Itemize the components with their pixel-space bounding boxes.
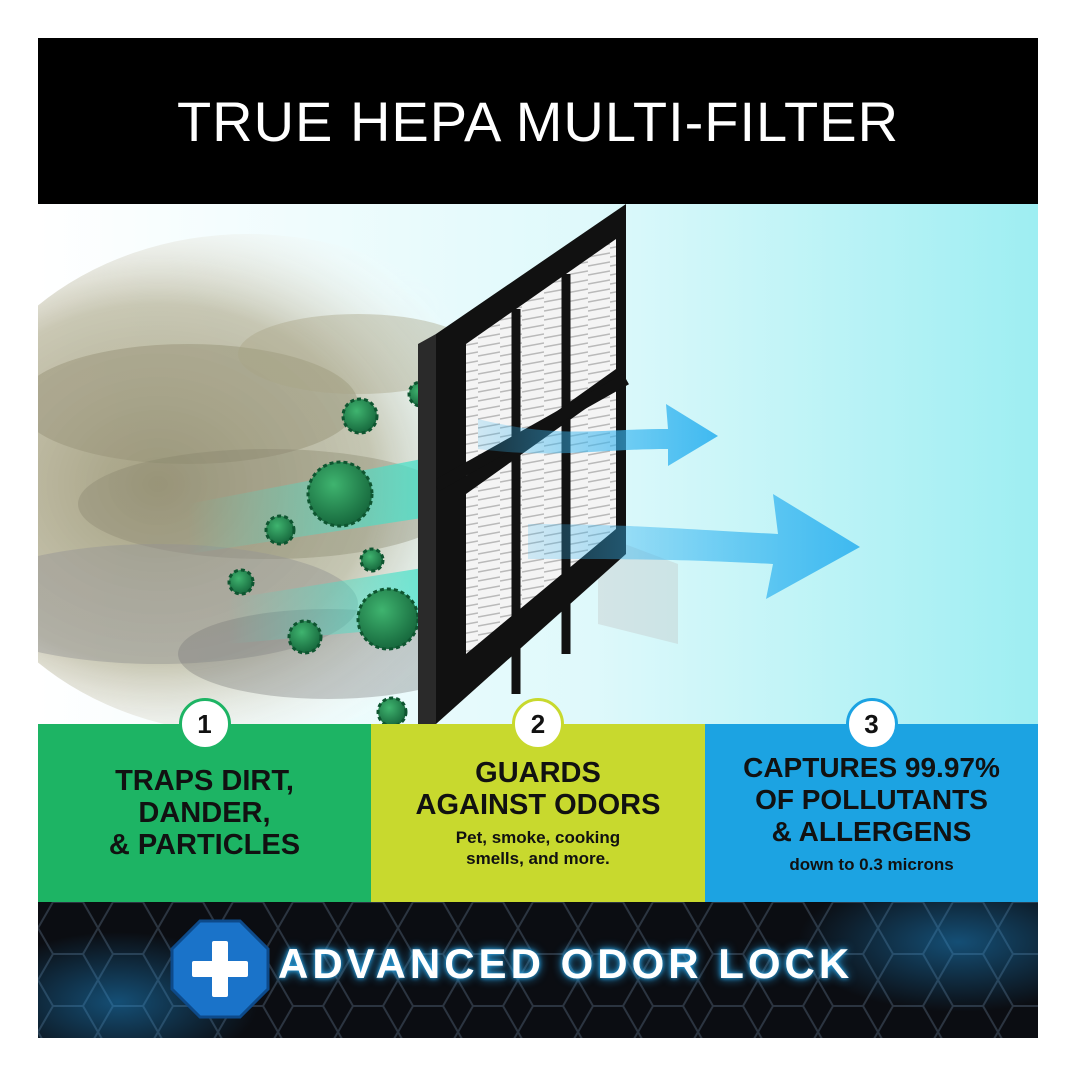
- filter-scene-graphic: [38, 204, 1038, 724]
- filter-shadow: [598, 534, 678, 644]
- product-infographic: TRUE HEPA MULTI-FILTER: [38, 38, 1038, 1038]
- benefit-panel-3: 3 CAPTURES 99.97% OF POLLUTANTS & ALLERG…: [705, 698, 1038, 902]
- footer-banner: ADVANCED ODOR LOCK: [38, 902, 1038, 1038]
- benefit-panels: 1 TRAPS DIRT, DANDER, & PARTICLES 2 GUAR…: [38, 698, 1038, 902]
- step-number-badge: 1: [178, 698, 231, 750]
- step-number-badge: 3: [845, 698, 898, 750]
- subtext-line: Pet, smoke, cooking: [455, 828, 621, 847]
- step-number-badge: 2: [512, 698, 564, 750]
- heading-line: TRAPS DIRT,: [115, 765, 294, 797]
- benefit-subtext: down to 0.3 microns: [789, 854, 953, 875]
- benefit-panel-1: 1 TRAPS DIRT, DANDER, & PARTICLES: [38, 698, 371, 902]
- heading-line: DANDER,: [138, 797, 271, 829]
- clean-air-arrows: [478, 404, 860, 599]
- filter-illustration: [38, 204, 1038, 724]
- hepa-filter: [418, 204, 629, 724]
- title-banner: TRUE HEPA MULTI-FILTER: [38, 38, 1038, 204]
- page-title: TRUE HEPA MULTI-FILTER: [176, 89, 900, 153]
- heading-line: OF POLLUTANTS: [755, 783, 988, 815]
- heading-line: & PARTICLES: [108, 829, 301, 861]
- heading-line: GUARDS: [475, 757, 601, 789]
- benefit-subtext: Pet, smoke, cooking smells, and more.: [456, 827, 620, 869]
- heading-line: AGAINST ODORS: [415, 789, 661, 821]
- benefit-panel-2: 2 GUARDS AGAINST ODORS Pet, smoke, cooki…: [371, 698, 705, 902]
- footer-label: ADVANCED ODOR LOCK: [278, 940, 854, 987]
- subtext-line: smells, and more.: [466, 849, 610, 868]
- subtext-line: down to 0.3 microns: [789, 854, 954, 874]
- benefit-heading: CAPTURES 99.97% OF POLLUTANTS & ALLERGEN…: [743, 752, 1000, 848]
- heading-line: CAPTURES 99.97%: [743, 751, 1000, 783]
- plus-octagon-icon: [170, 919, 270, 1019]
- benefit-heading: GUARDS AGAINST ODORS: [416, 757, 661, 821]
- heading-line: & ALLERGENS: [771, 815, 972, 847]
- benefit-heading: TRAPS DIRT, DANDER, & PARTICLES: [109, 765, 300, 861]
